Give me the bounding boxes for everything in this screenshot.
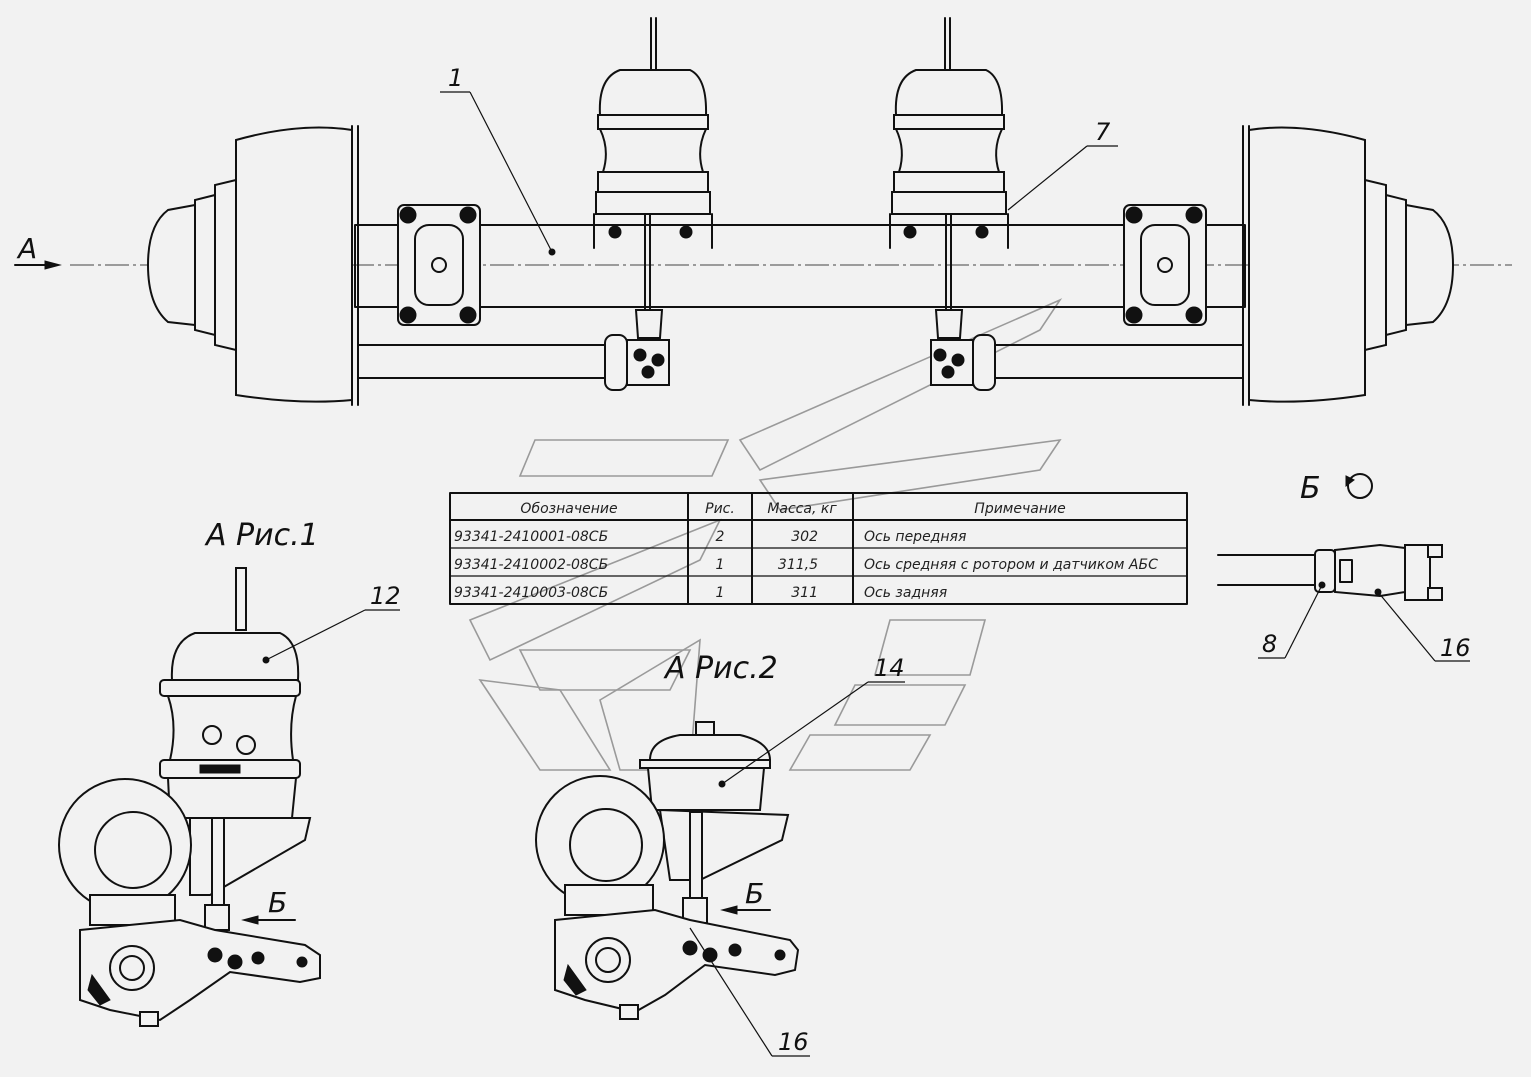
table-header-mass: Масса, кг	[767, 501, 837, 517]
table-row: 93341-2410002-08СБ 1 311,5 Ось средняя с…	[454, 557, 1158, 573]
table-cell: 93341-2410003-08СБ	[454, 585, 608, 601]
right-spring-pad	[1123, 204, 1207, 326]
table-cell: 1	[716, 585, 725, 601]
table-row: 93341-2410003-08СБ 1 311 Ось задняя	[454, 585, 947, 601]
table-header-note: Примечание	[974, 501, 1065, 517]
view-b: Б 8 16	[1217, 471, 1471, 662]
view-a-arrow-label: А	[16, 232, 37, 265]
callout-1: 1	[440, 64, 556, 256]
table-header-fig: Рис.	[705, 501, 735, 517]
arrow-b2-label: Б	[745, 877, 764, 910]
table-cell: Ось средняя с ротором и датчиком АБС	[864, 557, 1158, 573]
table-row: 93341-2410001-08СБ 2 302 Ось передняя	[454, 529, 966, 545]
callout-1-label: 1	[448, 64, 463, 92]
callout-7: 7	[1007, 118, 1118, 211]
view-a-arrow: А	[14, 232, 62, 270]
left-wheel-hub	[146, 125, 606, 406]
table-cell: Ось задняя	[864, 585, 947, 601]
callout-14-label: 14	[874, 654, 905, 682]
view-a-fig1-title: А Рис.1	[204, 518, 319, 553]
arrow-b1-label: Б	[268, 886, 287, 919]
right-slack-adjuster	[930, 309, 996, 391]
rotation-symbol-icon	[1347, 473, 1373, 499]
table-cell: Ось передняя	[864, 529, 966, 545]
table-cell: 93341-2410002-08СБ	[454, 557, 608, 573]
callout-8-label: 8	[1262, 630, 1277, 658]
table-cell: 302	[791, 529, 818, 545]
table-header-designation: Обозначение	[520, 501, 617, 517]
left-spring-pad	[397, 204, 481, 326]
left-slack-adjuster	[604, 309, 670, 391]
callout-16b-label: 16	[778, 1028, 809, 1056]
view-a-fig1: А Рис.1 Б	[58, 518, 401, 1027]
axle-top-view: А 1 7	[14, 17, 1512, 406]
view-a-fig2-title: А Рис.2	[663, 651, 778, 686]
table-cell: 2	[716, 529, 725, 545]
table-cell: 311	[791, 585, 818, 601]
right-brake-chamber	[889, 17, 1009, 311]
spec-table: Обозначение Рис. Масса, кг Примечание 93…	[449, 492, 1188, 605]
view-b-title: Б	[1300, 471, 1321, 506]
callout-12-label: 12	[370, 582, 401, 610]
callout-7-label: 7	[1095, 118, 1111, 146]
table-cell: 1	[716, 557, 725, 573]
table-cell: 311,5	[778, 557, 818, 573]
callout-16a-label: 16	[1440, 634, 1471, 662]
axle-beam	[354, 224, 1246, 308]
table-cell: 93341-2410001-08СБ	[454, 529, 608, 545]
right-wheel-hub	[994, 125, 1455, 406]
view-a-fig2: А Рис.2 Б 14 16	[535, 651, 905, 1057]
left-brake-chamber	[593, 17, 713, 311]
